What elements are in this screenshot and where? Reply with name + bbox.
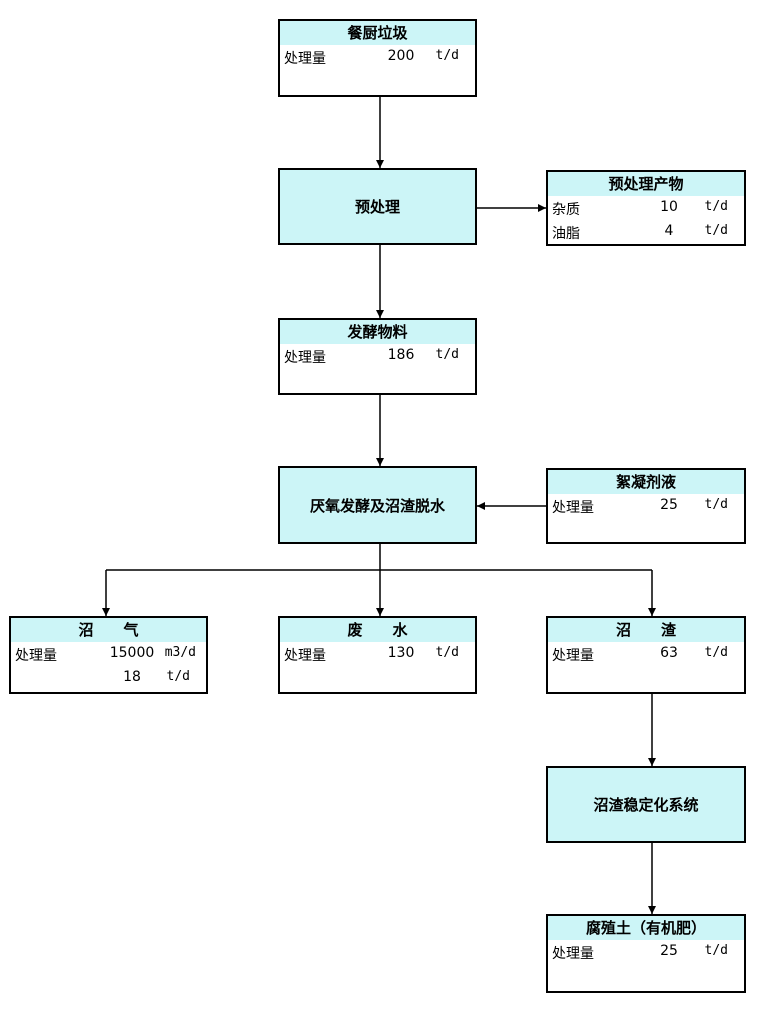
throughput-unit: t/d [166,669,190,684]
impurities-value: 10 [660,199,678,215]
throughput-unit: t/d [704,645,728,660]
node-stabilization-title: 沼渣稳定化系统 [593,796,699,814]
impurities-label: 杂质 [552,202,580,218]
throughput-label: 处理量 [284,51,326,67]
throughput-label: 处理量 [284,648,326,664]
node-anaerobic-digestion-title: 厌氧发酵及沼渣脱水 [309,496,445,515]
throughput-label: 处理量 [284,350,326,366]
node-pretreatment-products-row-grease: 油脂 4 t/d [548,220,744,244]
node-wastewater: 废 水 处理量 130 t/d [278,616,477,694]
node-flocculant: 絮凝剂液 处理量 25 t/d [546,468,746,544]
node-food-waste: 餐厨垃圾 处理量 200 t/d [278,19,477,97]
throughput-unit: m3/d [164,645,196,660]
throughput-value: 18 [123,669,141,685]
node-pretreatment: 预处理 [278,168,477,245]
node-humus-title: 腐殖土（有机肥） [548,916,744,940]
node-fermentation-material: 发酵物料 处理量 186 t/d [278,318,477,395]
throughput-unit: t/d [704,497,728,512]
throughput-value: 186 [387,347,415,363]
node-pretreatment-title: 预处理 [354,198,400,216]
throughput-value: 130 [387,645,415,661]
node-pretreatment-products: 预处理产物 杂质 10 t/d 油脂 4 t/d [546,170,746,246]
throughput-value: 25 [660,497,678,513]
node-humus-row: 处理量 25 t/d [548,940,744,964]
node-fermentation-material-row: 处理量 186 t/d [280,344,475,368]
node-biogas-row-mass: 18 t/d [11,666,206,690]
node-digestate-title: 沼 渣 [548,618,744,642]
throughput-unit: t/d [435,48,459,63]
throughput-label: 处理量 [552,946,594,962]
node-food-waste-title: 餐厨垃圾 [280,21,475,45]
node-fermentation-material-title: 发酵物料 [280,320,475,344]
throughput-value: 63 [660,645,678,661]
node-wastewater-row: 处理量 130 t/d [280,642,475,666]
grease-value: 4 [664,223,674,239]
node-biogas: 沼 气 处理量 15000 m3/d 18 t/d [9,616,208,694]
throughput-unit: t/d [435,347,459,362]
node-humus: 腐殖土（有机肥） 处理量 25 t/d [546,914,746,993]
throughput-label: 处理量 [15,648,57,664]
grease-label: 油脂 [552,226,580,242]
node-digestate-row: 处理量 63 t/d [548,642,744,666]
throughput-unit: t/d [704,943,728,958]
throughput-label: 处理量 [552,648,594,664]
node-anaerobic-digestion: 厌氧发酵及沼渣脱水 [278,466,477,544]
node-flocculant-title: 絮凝剂液 [548,470,744,494]
impurities-unit: t/d [704,199,728,214]
throughput-unit: t/d [435,645,459,660]
node-biogas-title: 沼 气 [11,618,206,642]
node-food-waste-row: 处理量 200 t/d [280,45,475,69]
node-stabilization: 沼渣稳定化系统 [546,766,746,843]
node-pretreatment-products-row-impurities: 杂质 10 t/d [548,196,744,220]
throughput-value: 200 [387,48,415,64]
throughput-label: 处理量 [552,500,594,516]
node-digestate: 沼 渣 处理量 63 t/d [546,616,746,694]
node-pretreatment-products-title: 预处理产物 [548,172,744,196]
throughput-value: 15000 [109,645,155,661]
node-biogas-row-volume: 处理量 15000 m3/d [11,642,206,666]
node-flocculant-row: 处理量 25 t/d [548,494,744,518]
throughput-value: 25 [660,943,678,959]
node-wastewater-title: 废 水 [280,618,475,642]
grease-unit: t/d [704,223,728,238]
